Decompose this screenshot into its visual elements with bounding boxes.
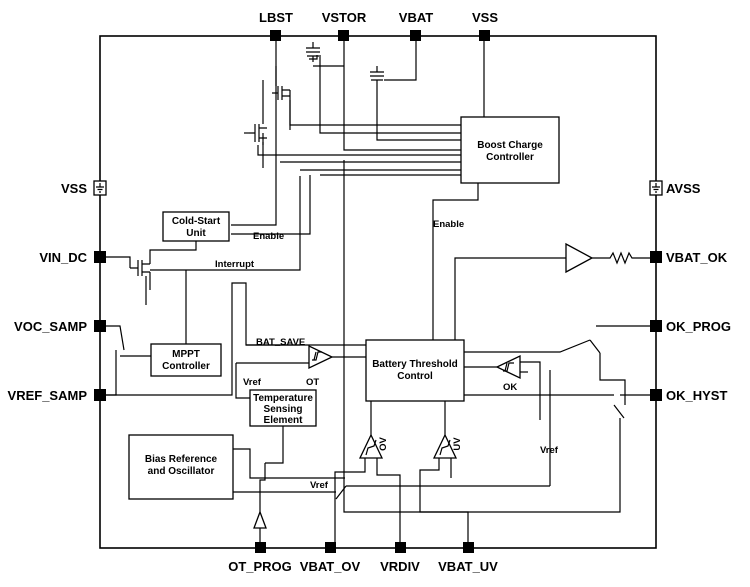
boost-charge-controller-block [460,116,560,184]
bat-save-label: BAT_SAVE [256,337,305,348]
ov-comparator-label: OV [378,436,389,450]
ok-prog-switch-icon [589,325,650,354]
pin-label-vbat: VBAT [399,10,433,25]
ground-icon [96,183,104,193]
vbat-pmos-transistor-icon [370,66,384,86]
pin-pad-vref-samp [94,389,106,401]
mppt-controller-label-1: MPPT [172,349,200,360]
pin-pad-ok-prog [650,320,662,332]
battery-threshold-control-block [365,339,465,402]
pin-pad-lbst [270,30,281,41]
pin-pad-vss-top [479,30,490,41]
pin-label-vbat-ov: VBAT_OV [300,559,361,574]
battery-threshold-control-label-1: Battery Threshold [372,359,458,370]
pin-pad-vbat-ov [325,542,336,553]
pin-pad-vbat-uv [463,542,474,553]
bias-reference-oscillator-block [128,434,234,500]
pin-label-avss: AVSS [666,181,701,196]
ot-hysteresis-icon [312,351,322,361]
enable-cold-start-label: Enable [253,231,284,242]
uv-comparator-label: UV [452,437,463,451]
ok-comparator-label: OK [503,382,517,393]
temperature-sensing-label-1: Temperature [253,393,313,404]
boost-charge-controller-label-1: Boost Charge [477,140,543,151]
ot-prog-buffer [253,510,267,529]
temperature-sensing-element-block [249,389,317,427]
pin-pad-vrdiv [395,542,406,553]
temperature-sensing-label-3: Element [264,415,304,426]
ok-hyst-switch-icon [613,394,650,419]
pin-pad-vss-left [93,180,107,196]
pin-label-vrdiv: VRDIV [380,559,420,574]
cold-start-unit-label-1: Cold-Start [172,216,221,227]
pin-label-vref-samp: VREF_SAMP [8,388,88,403]
pin-pad-vin-dc [94,251,106,263]
temperature-sensing-label-2: Sensing [264,404,303,415]
vref-right-label: Vref [540,445,559,456]
cold-start-nmos-transistor-icon [249,124,267,142]
vin-nmos-transistor-icon [130,260,150,276]
pin-label-voc-samp: VOC_SAMP [14,319,87,334]
ov-hysteresis-icon [365,439,377,456]
pin-label-vss-top: VSS [472,10,498,25]
vbat-ok-buffer [565,242,594,274]
voc-samp-switch-icon [110,325,125,357]
enable-boost-label: Enable [433,219,464,230]
wiring [106,41,626,542]
cold-start-unit-block [162,211,230,242]
ot-comparator [308,344,334,370]
cold-start-unit-label-2: Unit [186,228,206,239]
pin-label-vstor: VSTOR [322,10,367,25]
pin-pad-voc-samp [94,320,106,332]
ot-comparator-label: OT [306,377,319,388]
lbst-nmos-transistor-icon [272,86,290,100]
vstor-pmos-transistor-icon [306,42,320,62]
pin-pad-vbat-ok [650,251,662,263]
pin-pad-ot-prog [255,542,266,553]
pin-label-lbst: LBST [259,10,293,25]
pin-label-vbat-ok: VBAT_OK [666,250,728,265]
bias-reference-label-1: Bias Reference [145,454,218,465]
pin-label-vin-dc: VIN_DC [39,250,87,265]
ok-hysteresis-icon [503,362,514,372]
pin-pad-vstor [338,30,349,41]
vref-bottom-label: Vref [310,480,329,491]
mppt-controller-block [150,343,222,377]
pin-label-ok-hyst: OK_HYST [666,388,727,403]
interrupt-label: Interrupt [215,259,255,270]
pin-label-ot-prog: OT_PROG [228,559,292,574]
vbat-ok-resistor-icon [592,251,650,265]
mppt-controller-label-2: Controller [162,361,210,372]
pin-pad-vbat [410,30,421,41]
pin-label-vss-left: VSS [61,181,87,196]
battery-threshold-control-label-2: Control [397,371,433,382]
bias-reference-label-2: and Oscillator [148,466,215,477]
vref-ot-label: Vref [243,377,262,388]
boost-charge-controller-label-2: Controller [486,152,534,163]
chip-outline [99,35,657,549]
pin-label-ok-prog: OK_PROG [666,319,731,334]
pin-pad-avss [649,180,663,196]
pin-pad-ok-hyst [650,389,662,401]
uv-hysteresis-icon [439,439,451,456]
ground-icon [652,183,660,193]
pin-label-vbat-uv: VBAT_UV [438,559,498,574]
